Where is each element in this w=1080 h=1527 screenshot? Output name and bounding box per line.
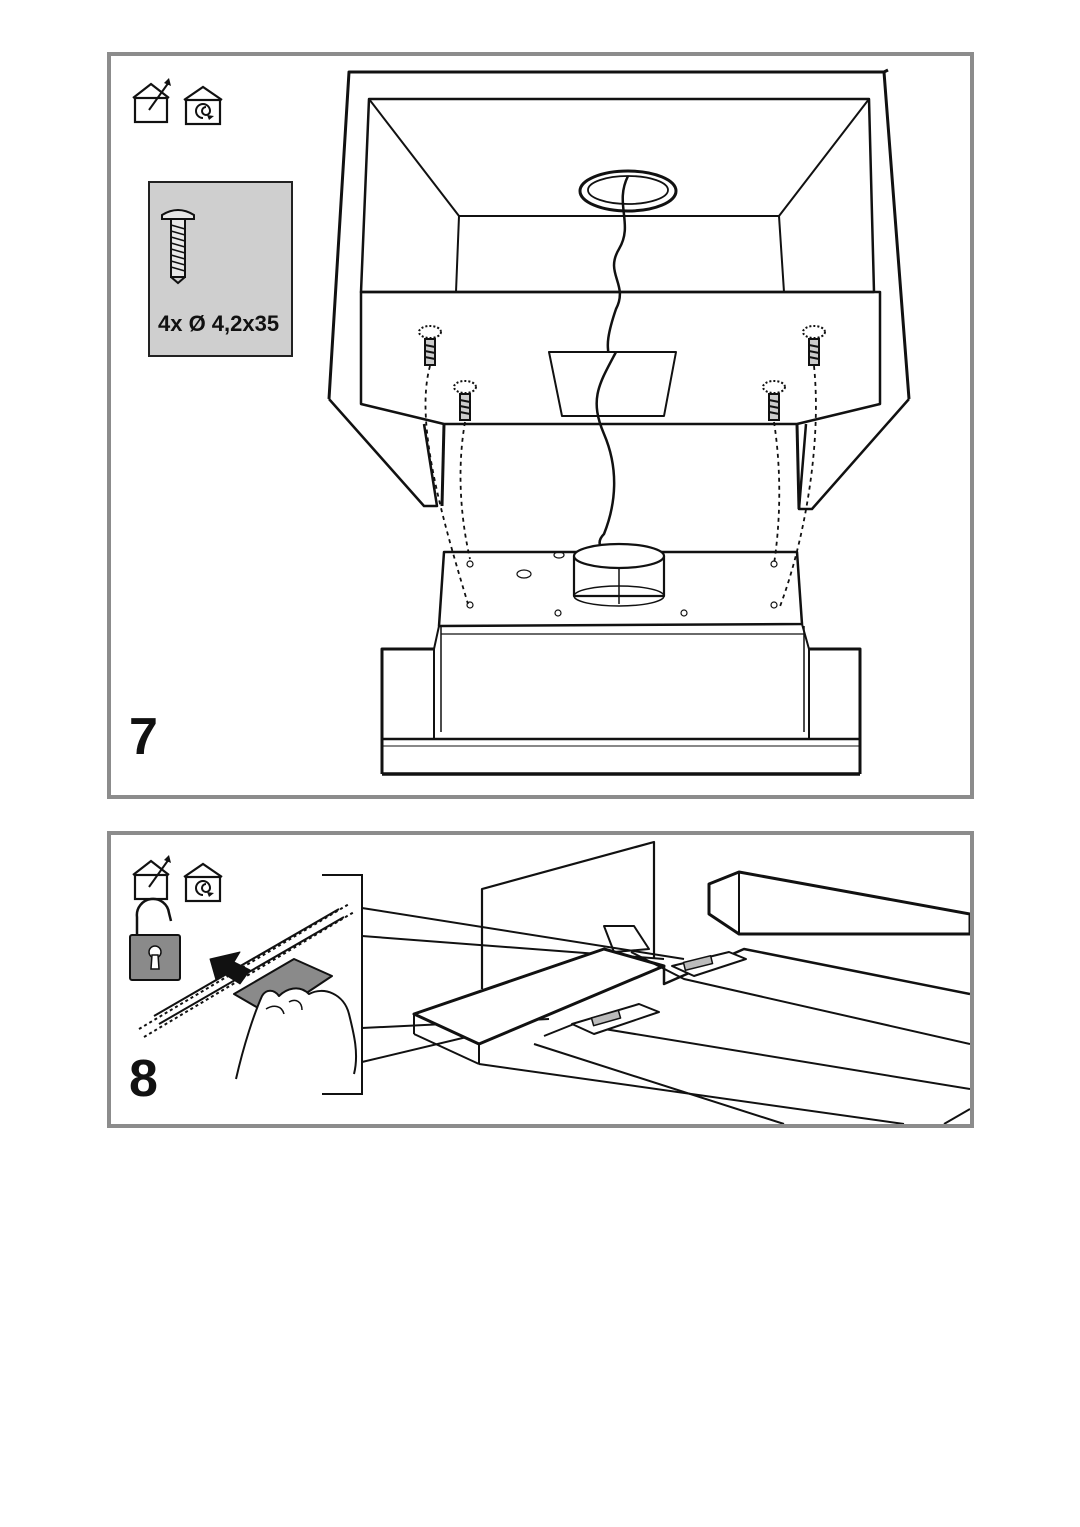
screw-icon (161, 209, 195, 285)
step-8-panel: 8 (107, 831, 974, 1128)
board-screws (418, 325, 826, 421)
step-8-illustration (138, 840, 970, 1124)
screw-spec-label: 4x Ø 4,2x35 (158, 311, 280, 336)
step-number: 8 (129, 1050, 158, 1108)
house-exhaust-icon (132, 78, 171, 124)
house-recirculation-icon (183, 862, 223, 903)
unlock-padlock-icon (129, 897, 181, 981)
step-7-illustration (327, 68, 911, 776)
step-7-panel: 4x Ø 4,2x35 (107, 52, 974, 799)
screw-info-box: 4x Ø 4,2x35 (148, 181, 293, 357)
house-recirculation-icon (183, 85, 223, 126)
step-number: 7 (129, 708, 158, 766)
